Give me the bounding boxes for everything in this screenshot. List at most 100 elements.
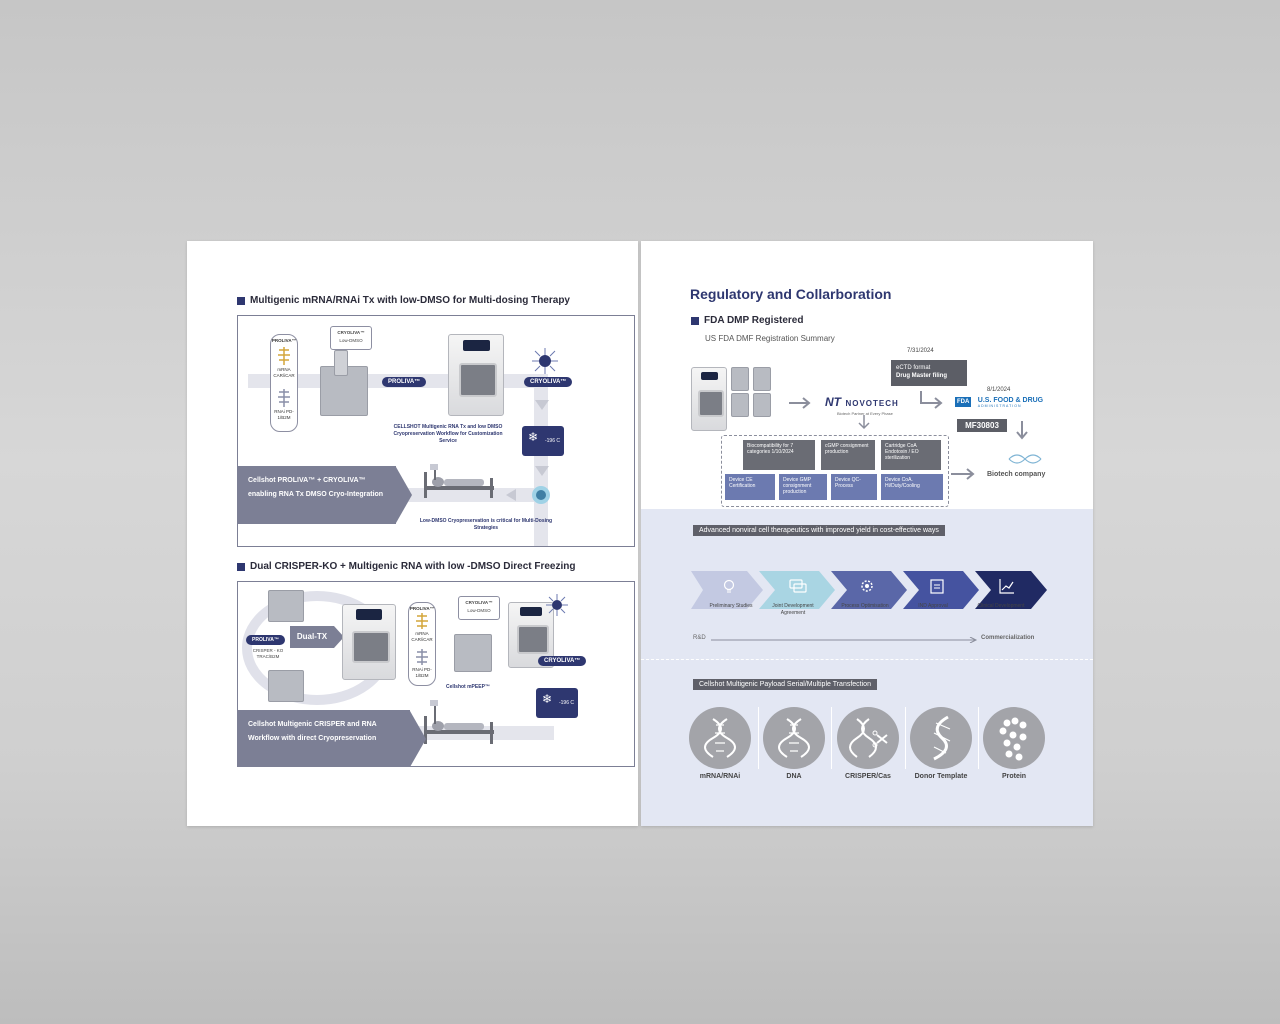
cell-icon — [532, 348, 558, 374]
page-heading: Regulatory and Collarboration — [690, 286, 892, 302]
brochure-left-page: Multigenic mRNA/RNAi Tx with low-DMSO fo… — [187, 241, 638, 826]
cellshot-machine-image — [342, 604, 396, 680]
snowflake-icon: ❄ — [542, 692, 553, 706]
patient-bed-icon — [424, 700, 494, 744]
device-image-bottom — [268, 670, 304, 702]
section2-workflow-panel: PROLIVA™ CRISPER - KO TRAC/B2M Dual-TX P… — [237, 581, 635, 767]
payload-label-2: DNA — [786, 773, 802, 780]
fda-name: U.S. FOOD & DRUG — [977, 397, 1044, 404]
cell-icon — [546, 594, 568, 616]
fda-logo: FDA U.S. FOOD & DRUG ADMINISTRATION — [955, 397, 1043, 415]
vial-bottom-label: RNAi PD-1/B2M — [274, 409, 294, 420]
reg-item-blue-4: Device CoA. Hi/Duty/Cooling — [881, 474, 943, 500]
pipeline-step-3: Process Optimisation — [841, 603, 889, 609]
lightbulb-icon — [723, 579, 735, 593]
crisper-cas-icon — [837, 707, 899, 769]
arrow-right-icon — [951, 468, 975, 480]
fda-title: FDA DMP Registered — [704, 315, 804, 326]
crisper-tag-sub: CRISPER - KO TRAC/B2M — [252, 648, 284, 659]
pipeline-step-5: Clinical Development — [977, 603, 1025, 609]
section-bullet — [691, 317, 699, 325]
cellshot-machine-image-2 — [508, 602, 554, 668]
brochure-right-page: Regulatory and Collarboration FDA DMP Re… — [641, 241, 1093, 826]
payload-separator — [905, 707, 906, 769]
payload-title: Cellshot Multigenic Payload Serial/Multi… — [693, 679, 877, 690]
freezer-box: ❄ -196 C — [536, 688, 578, 718]
device-image — [753, 367, 771, 391]
progress-arrow — [711, 637, 978, 643]
cryoliva-tag: CRYOLIVA™ Low-DMSO — [330, 326, 372, 350]
section1-title: Multigenic mRNA/RNAi Tx with low-DMSO fo… — [250, 295, 570, 306]
gear-icon — [861, 580, 873, 592]
callout-arrow — [396, 467, 412, 523]
cryoliva-tag-title: CRYOLIVA™ — [337, 330, 365, 335]
device-image-top — [268, 590, 304, 622]
payload-separator — [831, 707, 832, 769]
reg-item-blue-1: Device CE Certification — [725, 474, 775, 500]
date-2: 8/1/2024 — [987, 387, 1011, 393]
arrow-right-icon — [920, 391, 943, 409]
freezer-temp: -196 C — [558, 700, 574, 706]
section1-workflow-panel: PROLIVA™ mRNA CAR/iCAR RNAi PD-1/B2M CRY… — [237, 315, 635, 547]
cryoliva-pill: CRYOLIVA™ — [538, 656, 587, 666]
mrna-strand-icon — [278, 347, 290, 365]
reg-item-blue-3: Device QC-Process — [831, 474, 877, 500]
vial-header: PROLIVA™ — [409, 606, 435, 611]
mf-number: MF30803 — [957, 419, 1007, 432]
arrow-down-icon — [858, 415, 870, 430]
callout-arrow — [410, 711, 426, 766]
fda-logo-mark: FDA — [955, 397, 972, 407]
pipeline-title: Advanced nonviral cell therapeutics with… — [693, 525, 945, 536]
registration-items-box — [721, 435, 949, 507]
reg-item-gray-2: cGMP consignment production — [821, 440, 875, 470]
donor-template-icon — [910, 707, 972, 769]
dna-icon — [1008, 454, 1042, 464]
mrna-strand-icon — [416, 613, 428, 629]
payload-label-1: mRNA/RNAi — [699, 773, 741, 780]
chart-icon — [999, 579, 1014, 594]
proliva-pill: PROLIVA™ — [382, 377, 427, 387]
cryoliva-tag-sub: Low-DMSO — [339, 338, 363, 343]
vial-bottom-label: RNAi PD-1/B2M — [412, 667, 432, 678]
section-bullet — [237, 563, 245, 571]
chat-icon — [789, 579, 807, 593]
fda-admin: ADMINISTRATION — [977, 404, 1022, 408]
dual-tx-arrow — [334, 626, 344, 648]
section2-title: Dual CRISPER-KO + Multigenic RNA with lo… — [250, 561, 576, 572]
lowdmso-note: Low-DMSO Cryopreservation is critical fo… — [419, 518, 553, 531]
section1-callout: Cellshot PROLIVA™ + CRYOLIVA™ enabling R… — [238, 466, 396, 524]
pipeline-panel — [641, 509, 1093, 826]
dual-tx-label: Dual-TX — [290, 626, 334, 648]
payload-separator — [978, 707, 979, 769]
reg-item-blue-2: Device GMP consignment production — [779, 474, 827, 500]
section-bullet — [237, 297, 245, 305]
mrna-rnai-icon — [689, 707, 751, 769]
crisper-tag-pill: PROLIVA™ — [246, 635, 285, 645]
novotech-name: NOVOTECH — [845, 399, 899, 408]
device-column — [334, 350, 348, 376]
arrow-left-icon — [506, 489, 516, 501]
novotech-mark: NT — [825, 395, 841, 409]
mpeep-device-image — [454, 634, 492, 672]
ectd-line-2: Drug Master filing — [896, 373, 948, 379]
patient-bed-icon — [424, 464, 494, 498]
freezer-box: ❄ -196 C — [522, 426, 564, 456]
cryoliva-tag: CRYOLIVA™ Low-DMSO — [458, 596, 500, 620]
arrow-down-icon — [1016, 421, 1028, 440]
reg-item-gray-1: Biocompatibility for 7 categories 1/10/2… — [743, 440, 815, 470]
novotech-tagline: Biotech Partner at Every Phase — [837, 411, 893, 416]
reagent-vial-pair: PROLIVA™ mRNA CAR/iCAR RNAi PD-1/B2M — [270, 334, 298, 432]
arrow-right-icon — [789, 397, 811, 409]
clipboard-icon — [930, 579, 944, 594]
vial-top-label: mRNA CAR/iCAR — [273, 367, 295, 378]
workflow-note: CELLSHOT Multigenic RNA Tx and low DMSO … — [393, 424, 503, 444]
protein-icon — [983, 707, 1045, 769]
vial-header: PROLIVA™ — [271, 338, 297, 343]
rnai-strand-icon — [278, 389, 290, 407]
pipeline-step-1: Preliminary Studies — [709, 603, 753, 609]
biotech-label: Biotech company — [987, 471, 1046, 478]
arrow-down-icon — [535, 466, 549, 476]
novotech-logo: NT NOVOTECH Biotech Partner at Every Pha… — [825, 393, 899, 416]
device-image — [753, 393, 771, 417]
fda-subtitle: US FDA DMF Registration Summary — [705, 334, 835, 343]
